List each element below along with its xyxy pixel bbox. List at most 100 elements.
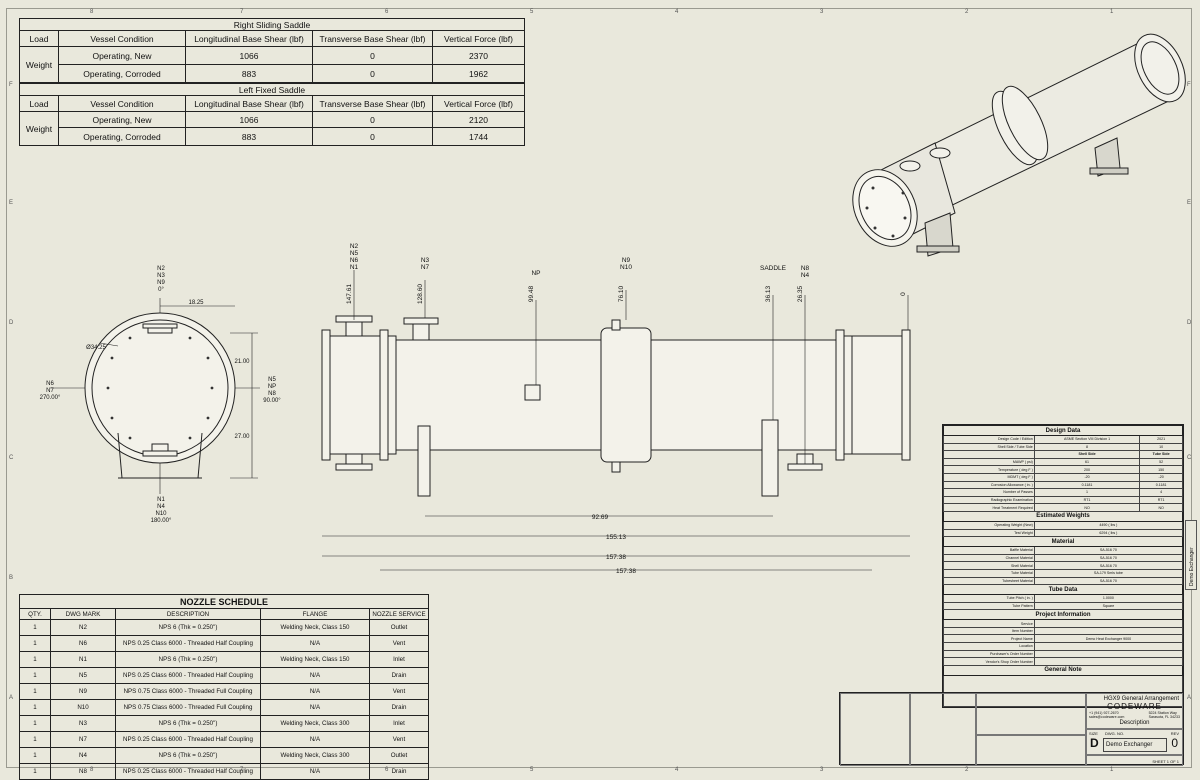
nozzle-tag: N9 — [622, 257, 631, 264]
design-row-label: Item Number — [943, 626, 1035, 636]
design-row-tube: 150 — [1139, 465, 1183, 474]
nozzle-qty-cell: 1 — [19, 763, 51, 780]
design-row-label: Heat Treatment Required — [943, 503, 1035, 512]
nozzle-tag: N3 — [421, 257, 430, 264]
design-row-label: Temperature ( deg F ) — [943, 465, 1035, 474]
zone-number: 3 — [820, 9, 824, 15]
header-vertical: Vertical Force (lbf) — [432, 30, 525, 47]
zone-number: 6 — [385, 9, 389, 15]
rev-label: REV — [1170, 731, 1179, 736]
header-trans-shear: Transverse Base Shear (lbf) — [312, 95, 433, 112]
nozzle-desc-cell: NPS 0.25 Class 6000 - Threaded Half Coup… — [115, 667, 261, 684]
header-long-shear: Longitudinal Base Shear (lbf) — [185, 95, 313, 112]
nozzle-desc-cell: NPS 0.25 Class 6000 - Threaded Half Coup… — [115, 731, 261, 748]
general-note-title: General Note — [943, 664, 1183, 676]
nozzle-flange-cell: N/A — [260, 763, 370, 780]
nozzle-flange-cell: Welding Neck, Class 150 — [260, 651, 370, 668]
design-row-shell: 0.1181 — [1033, 480, 1141, 490]
nozzle-flange-cell: N/A — [260, 731, 370, 748]
design-row: Vendor's Shop Order Number — [943, 657, 1184, 666]
material-title: Material — [943, 536, 1183, 548]
load-cell: Weight — [19, 111, 59, 146]
trans-cell: 0 — [312, 64, 433, 83]
nozzle-service-cell: Inlet — [369, 651, 429, 668]
tube-data-title: Tube Data — [943, 584, 1183, 596]
design-row: Tube Pitch ( in. )1.0000 — [943, 594, 1184, 603]
dwg-no-label: DWG. NO. — [1105, 731, 1125, 736]
zone-letter: B — [9, 575, 14, 581]
zone-letter: A — [9, 695, 14, 701]
location-dimension: 0 — [900, 292, 907, 296]
end-left-tag: N7 — [46, 388, 54, 394]
zone-number: 1 — [1110, 9, 1114, 15]
zone-number: 3 — [820, 767, 824, 773]
nozzle-mark-cell: N4 — [50, 747, 116, 764]
location-dimension: 147.61 — [346, 284, 353, 304]
sheet-size: D — [1090, 736, 1099, 750]
design-row-tube: -20 — [1139, 472, 1183, 482]
end-top-tag: N3 — [157, 273, 165, 279]
zone-number: 5 — [530, 9, 534, 15]
zone-letter: D — [1187, 320, 1192, 326]
design-row-tube: 4 — [1139, 488, 1183, 497]
nozzle-mark-cell: N3 — [50, 715, 116, 732]
long-cell: 1066 — [185, 111, 313, 128]
nozzle-tag: N2 — [350, 243, 359, 250]
zone-letter: E — [9, 200, 14, 206]
title-block-revisions — [976, 693, 1086, 735]
nozzle-schedule-title: NOZZLE SCHEDULE — [19, 594, 429, 609]
zone-number: 5 — [530, 767, 534, 773]
nozzle-service-cell: Outlet — [369, 747, 429, 764]
zone-number: 7 — [240, 9, 244, 15]
condition-cell: Operating, Corroded — [58, 127, 186, 146]
nozzle-flange-cell: Welding Neck, Class 300 — [260, 747, 370, 764]
design-row-label: Radiographic Examination — [943, 495, 1035, 505]
end-left-tag: 270.00° — [40, 395, 61, 401]
dim-overall-2: 157.38 — [606, 554, 626, 561]
end-right-tag: N8 — [268, 391, 276, 397]
zone-letter: C — [1187, 455, 1192, 461]
trans-cell: 0 — [312, 46, 433, 65]
design-row-value — [1033, 649, 1184, 659]
nozzle-header-description: DESCRIPTION — [115, 608, 261, 620]
design-row-tube: NO — [1139, 503, 1183, 512]
zone-number: 2 — [965, 767, 969, 773]
design-row-label: MAWP ( psi) — [943, 457, 1035, 467]
nozzle-qty-cell: 1 — [19, 619, 51, 636]
sheet-number: SHEET 1 OF 1 — [1152, 759, 1179, 764]
design-row-label: Purchaser's Order Number — [943, 649, 1035, 659]
location-dimension: 99.48 — [528, 285, 535, 302]
vert-cell: 1744 — [432, 127, 525, 146]
design-code-value: ASME Section VIII Division 1 — [1033, 435, 1141, 444]
location-dimension: 26.35 — [797, 285, 804, 302]
end-bottom-tag: 180.00° — [151, 518, 172, 524]
header-long-shear: Longitudinal Base Shear (lbf) — [185, 30, 313, 47]
zone-letter: C — [9, 455, 14, 461]
nozzle-service-cell: Outlet — [369, 619, 429, 636]
design-row-label: Baffle Material — [943, 546, 1035, 555]
project-info-title: Project Information — [943, 609, 1183, 621]
end-dim-lower: 27.00 — [234, 434, 250, 440]
end-bottom-tag: N10 — [155, 511, 167, 517]
design-row-value — [1033, 657, 1184, 666]
end-right-tag: 90.00° — [263, 398, 281, 404]
end-view: N2 N3 N9 0° 18.25 Ø34.25 21.00 27.00 N6 … — [40, 266, 282, 524]
design-passes-tube: 10 — [1139, 442, 1183, 452]
design-row-value: Demo Heat Exchanger 9000 — [1033, 634, 1184, 644]
nozzle-tag: N1 — [350, 264, 359, 271]
weights-title: Estimated Weights — [943, 510, 1183, 522]
nozzle-mark-cell: N6 — [50, 635, 116, 652]
nozzle-qty-cell: 1 — [19, 747, 51, 764]
nozzle-service-cell: Vent — [369, 683, 429, 700]
end-dim-top: 18.25 — [188, 300, 204, 306]
design-row-value: Square — [1033, 601, 1184, 611]
company-address-1: 5224 Station Way — [1148, 711, 1177, 715]
